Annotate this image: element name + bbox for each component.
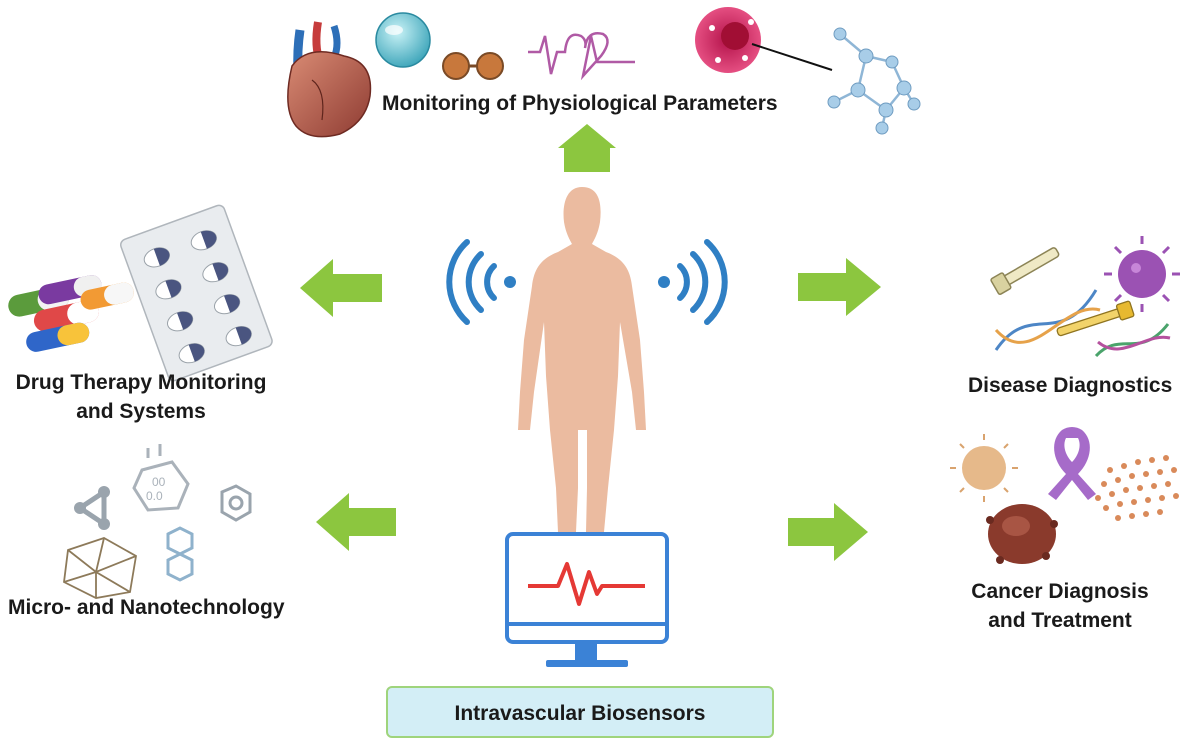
arrows — [300, 124, 881, 561]
cancer-cell-icon — [986, 504, 1058, 564]
molecule-structure-icon — [827, 27, 921, 135]
svg-text:0.0: 0.0 — [146, 489, 163, 503]
blister-pack-icon — [120, 204, 273, 382]
center-label-box: Intravascular Biosensors — [386, 686, 774, 738]
arrow-left-lower — [316, 493, 396, 551]
heartbeat-icon — [528, 32, 635, 81]
label-drug-therapy-line1: Drug Therapy Monitoring — [15, 371, 267, 394]
arrow-right-upper — [798, 258, 881, 316]
nanostructure-icon — [220, 484, 252, 522]
dna-icon — [994, 289, 1101, 351]
dna-icon — [1094, 323, 1171, 358]
label-physiological-monitoring: Monitoring of Physiological Parameters — [382, 92, 778, 115]
cancer-cell-icon — [1095, 455, 1179, 521]
nanostructure-icon — [166, 526, 194, 582]
awareness-ribbon-icon — [1048, 427, 1096, 500]
virus-icon — [1104, 236, 1180, 312]
nanostructure-icon — [74, 486, 110, 530]
pill-capsules-icon — [8, 275, 134, 352]
blood-cell-icon — [695, 7, 833, 73]
arrow-right-lower — [788, 503, 868, 561]
pipette-icon — [990, 247, 1060, 295]
molecule-icon — [442, 52, 504, 80]
human-body-icon — [518, 187, 646, 532]
arrow-left-upper — [300, 259, 382, 317]
monitor-icon — [505, 532, 669, 667]
label-drug-therapy: Drug Therapy Monitoring and Systems — [0, 368, 282, 426]
nanostructure-icon — [63, 537, 137, 599]
label-micro-nanotechnology: Micro- and Nanotechnology — [8, 596, 285, 619]
label-cancer-line2: and Treatment — [988, 609, 1132, 632]
label-disease-diagnostics: Disease Diagnostics — [968, 374, 1173, 397]
pipette-icon — [1056, 300, 1135, 337]
label-drug-therapy-line2: and Systems — [76, 400, 206, 423]
cancer-cell-icon — [950, 434, 1018, 502]
heart-icon — [287, 21, 372, 138]
nanostructure-icon: 00 0.0 — [132, 444, 190, 512]
wireless-signal-left — [446, 239, 516, 325]
center-label: Intravascular Biosensors — [454, 702, 706, 725]
label-cancer-diagnosis: Cancer Diagnosis and Treatment — [960, 577, 1160, 635]
wireless-signal-right — [658, 239, 728, 325]
cell-icon — [375, 12, 431, 68]
arrow-up — [558, 124, 616, 172]
label-cancer-line1: Cancer Diagnosis — [971, 580, 1149, 603]
svg-text:00: 00 — [152, 475, 166, 489]
